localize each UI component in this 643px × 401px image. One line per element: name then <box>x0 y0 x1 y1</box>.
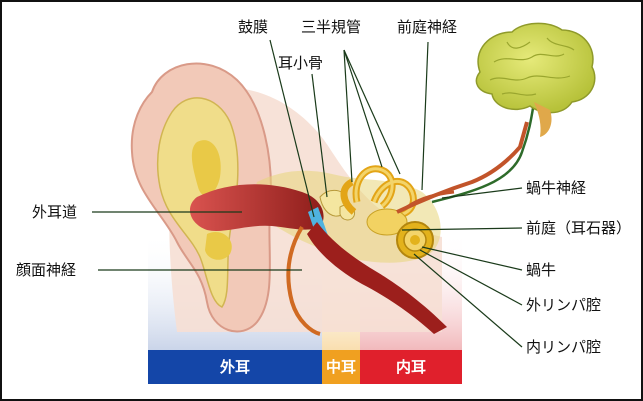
label-ossicles: 耳小骨 <box>278 54 323 72</box>
label-endolymph-space: 内リンパ腔 <box>526 338 601 356</box>
label-ear-canal: 外耳道 <box>32 203 77 221</box>
label-cochlear-nerve: 蝸牛神経 <box>526 179 586 197</box>
label-perilymph-space: 外リンパ腔 <box>526 296 601 314</box>
label-cochlea: 蝸牛 <box>526 261 556 279</box>
label-facial-nerve: 顔面神経 <box>16 261 76 279</box>
brain <box>476 23 594 137</box>
label-eardrum: 鼓膜 <box>238 18 268 36</box>
band-label-middle-ear: 中耳 <box>322 356 360 378</box>
cochlea-shape <box>397 222 433 258</box>
label-semicircular-canals: 三半規管 <box>301 18 361 36</box>
label-vestibule: 前庭（耳石器） <box>526 219 631 237</box>
band-label-outer-ear: 外耳 <box>148 356 322 378</box>
label-vestibular-nerve: 前庭神経 <box>397 18 457 36</box>
brain-nerve-line <box>432 102 534 202</box>
band-label-inner-ear: 内耳 <box>360 356 462 378</box>
